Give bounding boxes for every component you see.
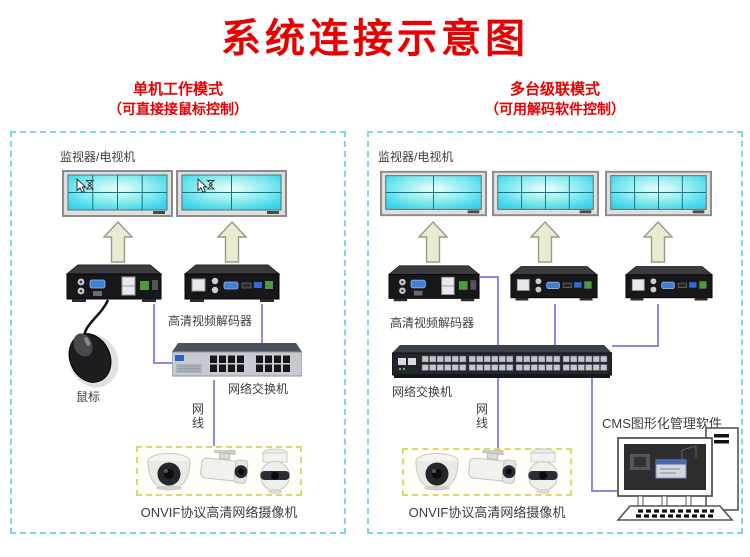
right-switch-label: 网络交换机 bbox=[392, 385, 453, 399]
right-panel-subheading: （可用解码软件控制） bbox=[485, 101, 625, 117]
up-arrow-icon bbox=[418, 221, 448, 263]
tv-monitor-icon bbox=[492, 170, 599, 217]
connection-line bbox=[612, 345, 659, 347]
network-switch-icon bbox=[172, 340, 302, 380]
video-decoder-icon bbox=[625, 266, 713, 301]
connection-line bbox=[497, 276, 499, 348]
left-monitors-label: 监视器/电视机 bbox=[60, 150, 136, 164]
ptz-camera-icon bbox=[528, 448, 558, 494]
right-cameras-label: ONVIF协议高清网络摄像机 bbox=[408, 505, 566, 520]
video-decoder-icon bbox=[510, 266, 598, 301]
tv-monitor-icon bbox=[605, 170, 712, 217]
left-cameras-label: ONVIF协议高清网络摄像机 bbox=[140, 505, 298, 520]
cable-label-line1: 网 bbox=[475, 402, 488, 416]
up-arrow-icon bbox=[103, 221, 133, 263]
left-panel-heading: 单机工作模式 bbox=[132, 81, 223, 98]
cms-software-label: CMS图形化管理软件 bbox=[602, 416, 722, 431]
up-arrow-icon bbox=[643, 221, 673, 263]
tv-monitor-icon bbox=[62, 170, 173, 217]
cable-label-line1: 网 bbox=[191, 402, 204, 416]
left-mouse-label: 鼠标 bbox=[76, 390, 101, 404]
left-panel-subheading: （可直接接鼠标控制） bbox=[108, 101, 248, 117]
page-title: 系统连接示意图 bbox=[221, 17, 529, 61]
right-panel-heading: 多台级联模式 bbox=[509, 81, 600, 98]
connection-line bbox=[657, 304, 659, 347]
right-cable-label: 网 线 bbox=[474, 402, 490, 430]
bullet-camera-icon bbox=[199, 450, 251, 485]
mouse-icon bbox=[59, 298, 129, 390]
bullet-camera-icon bbox=[467, 450, 519, 485]
tv-monitor-icon bbox=[176, 170, 287, 217]
connection-line bbox=[554, 304, 556, 348]
connection-line bbox=[591, 378, 593, 490]
left-decoder-label: 高清视频解码器 bbox=[168, 314, 253, 328]
connection-line bbox=[153, 304, 155, 362]
right-decoder-label: 高清视频解码器 bbox=[390, 316, 475, 330]
right-monitors-label: 监视器/电视机 bbox=[378, 150, 454, 164]
ptz-camera-icon bbox=[260, 448, 290, 494]
left-cable-label: 网 线 bbox=[190, 402, 206, 430]
desktop-computer-icon bbox=[616, 426, 740, 522]
connection-line bbox=[497, 378, 499, 450]
connection-line bbox=[153, 362, 178, 364]
connection-line bbox=[261, 304, 263, 348]
dome-camera-icon bbox=[147, 453, 191, 491]
up-arrow-icon bbox=[217, 221, 247, 263]
cable-label-line2: 线 bbox=[475, 416, 488, 430]
cable-label-line2: 线 bbox=[191, 416, 204, 430]
network-switch-icon bbox=[392, 344, 612, 380]
connection-line bbox=[480, 276, 498, 278]
connection-line bbox=[213, 380, 215, 448]
up-arrow-icon bbox=[530, 221, 560, 263]
video-decoder-icon bbox=[388, 265, 480, 302]
connection-line bbox=[591, 490, 622, 492]
tv-monitor-icon bbox=[380, 170, 487, 217]
video-decoder-icon bbox=[184, 264, 280, 303]
dome-camera-icon bbox=[415, 453, 459, 491]
left-switch-label: 网络交换机 bbox=[228, 382, 289, 396]
